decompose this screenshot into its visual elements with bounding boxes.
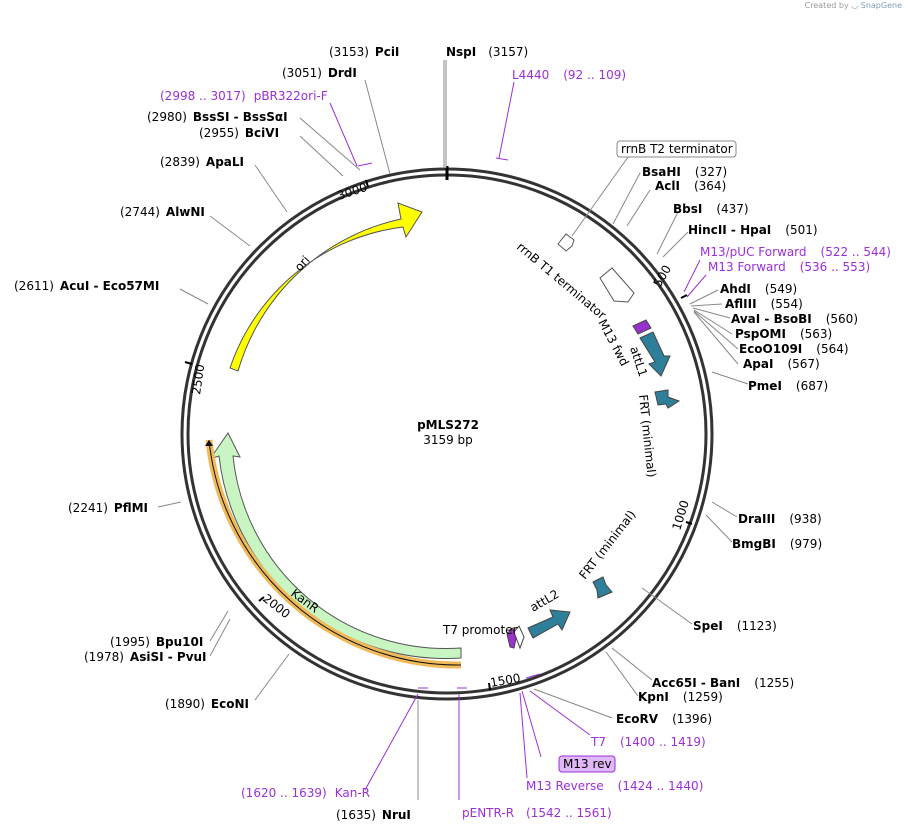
svg-text:3000: 3000	[336, 180, 369, 203]
site-bmgbi[interactable]: BmgBI(979)	[732, 537, 822, 551]
primer-m13puc[interactable]: M13/pUC Forward(522 .. 544)	[700, 245, 891, 259]
kanr-orange-track	[205, 439, 462, 669]
feature-rrnb-t1[interactable]: rrnB T1 terminator	[514, 240, 635, 323]
tick-1500: 1500	[488, 671, 522, 691]
site-pspomi[interactable]: PspOMI(563)	[735, 327, 832, 341]
primer-t7[interactable]: T7(1400 .. 1419)	[590, 735, 706, 749]
site-bpu10i[interactable]: (1995)Bpu10I	[110, 635, 203, 649]
snapgene-credit: Created by ◡ SnapGene	[805, 1, 902, 10]
primer-kanr[interactable]: (1620 .. 1639)Kan-R	[241, 786, 370, 800]
label-rrnb-t1: rrnB T1 terminator	[514, 240, 609, 323]
kanr-orange-arrowhead	[205, 440, 213, 446]
label-frt1: FRT (minimal)	[636, 394, 659, 478]
svg-text:rrnB T2 terminator: rrnB T2 terminator	[621, 142, 733, 156]
label-ori: ori	[292, 253, 313, 274]
feature-frt1[interactable]: FRT (minimal)	[636, 389, 681, 478]
tick-500: 500	[650, 263, 688, 299]
site-acui[interactable]: (2611)AcuI - Eco57MI	[14, 279, 159, 293]
site-spei[interactable]: SpeI(1123)	[693, 619, 777, 633]
site-ecorv[interactable]: EcoRV(1396)	[616, 712, 712, 726]
site-leader-lines	[157, 60, 749, 800]
site-asisi[interactable]: (1978)AsiSI - PvuI	[84, 650, 207, 664]
site-drdi[interactable]: (3051)DrdI	[282, 66, 357, 80]
primer-m13reverse[interactable]: M13 Reverse(1424 .. 1440)	[526, 779, 703, 793]
primer-pentr[interactable]: pENTR-R(1542 .. 1561)	[462, 806, 612, 820]
site-kpni[interactable]: KpnI(1259)	[638, 690, 723, 704]
credit-prefix: Created by	[804, 1, 849, 10]
kanr-orange-track-line	[208, 439, 462, 666]
label-frt2: FRT (minimal)	[576, 508, 638, 582]
plasmid-name: pMLS272	[417, 418, 479, 432]
primer-l4440[interactable]: L4440(92 .. 109)	[512, 68, 626, 82]
feature-rrnb-t2[interactable]	[557, 233, 575, 252]
svg-text:M13 rev: M13 rev	[563, 757, 612, 771]
label-t7prom: T7 promoter	[442, 623, 518, 637]
site-ecoo109i[interactable]: EcoO109I(564)	[739, 342, 849, 356]
credit-brand: SnapGene	[860, 1, 902, 10]
site-acli[interactable]: AclI(364)	[655, 179, 726, 193]
site-alwni[interactable]: (2744)AlwNI	[120, 205, 205, 219]
site-pmei[interactable]: PmeI(687)	[748, 379, 828, 393]
site-apai[interactable]: ApaI(567)	[743, 357, 820, 371]
primer-m13fwd[interactable]: M13 Forward(536 .. 553)	[708, 260, 870, 274]
label-m13fwd: M13 fwd	[595, 317, 631, 369]
site-avai[interactable]: AvaI - BsoBI(560)	[731, 312, 858, 326]
feature-attl2[interactable]: attL2	[527, 587, 571, 639]
tick-3000: 3000	[336, 179, 369, 203]
primer-leader-lines	[329, 81, 707, 800]
primer-m13rev[interactable]: M13 rev	[558, 755, 616, 773]
plasmid-length: 3159 bp	[423, 433, 473, 447]
snapgene-logo-icon: ◡	[851, 1, 859, 10]
feature-label-rrnb-t2[interactable]: rrnB T2 terminator	[571, 140, 737, 237]
site-pflmi[interactable]: (2241)PflMI	[68, 501, 148, 515]
svg-text:2500: 2500	[189, 363, 207, 395]
feature-ori[interactable]: ori	[229, 202, 423, 372]
site-hincii[interactable]: HincII - HpaI(501)	[688, 223, 818, 237]
site-ahdi[interactable]: AhdI(549)	[720, 282, 797, 296]
site-nrui[interactable]: (1635)NruI	[336, 808, 411, 822]
site-aflii[interactable]: AflIII(554)	[725, 297, 803, 311]
site-bbsi[interactable]: BbsI(437)	[673, 202, 749, 216]
site-nspi[interactable]: NspI(3157)	[446, 45, 528, 59]
site-bsahi[interactable]: BsaHI(327)	[642, 165, 727, 179]
primer-pbr322[interactable]: (2998 .. 3017)pBR322ori-F	[160, 89, 328, 103]
site-draiii[interactable]: DraIII(938)	[738, 512, 822, 526]
site-econi[interactable]: (1890)EcoNI	[165, 697, 249, 711]
feature-frt2[interactable]: FRT (minimal)	[576, 508, 639, 599]
site-bsssi[interactable]: (2980)BssSI - BssSαI	[147, 110, 288, 124]
feature-t7prom[interactable]: T7 promoter	[442, 623, 525, 650]
site-acc65i[interactable]: Acc65I - BanI(1255)	[652, 676, 794, 690]
site-apali[interactable]: (2839)ApaLI	[160, 155, 244, 169]
site-bcivi[interactable]: (2955)BciVI	[199, 126, 279, 140]
site-pcii[interactable]: (3153)PciI	[329, 45, 399, 59]
feature-attl1[interactable]: attL1	[627, 331, 671, 378]
tick-2500: 2500	[184, 361, 207, 395]
svg-text:1500: 1500	[489, 671, 522, 690]
